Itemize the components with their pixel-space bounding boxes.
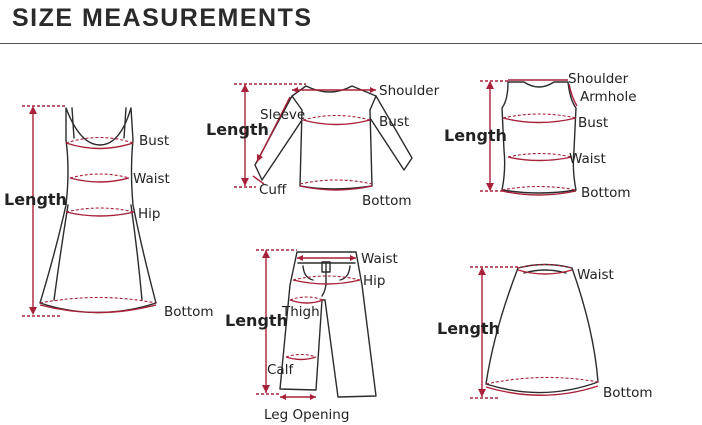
top-cuff-label: Cuff bbox=[259, 182, 287, 198]
dress-length-label: Length bbox=[4, 190, 67, 209]
dress-figure: Length Bust Waist Hip Bottom bbox=[4, 105, 214, 320]
pants-leg-opening-label: Leg Opening bbox=[264, 407, 349, 423]
skirt-bottom-label: Bottom bbox=[603, 385, 653, 401]
pants-outline bbox=[279, 251, 377, 398]
skirt-waist-line bbox=[517, 269, 573, 275]
dress-waist-label: Waist bbox=[133, 171, 170, 187]
top-right-sleeve bbox=[369, 95, 413, 171]
dress-hip-label: Hip bbox=[138, 206, 160, 222]
pants-calf-line bbox=[285, 356, 317, 361]
tank-shoulder-label: Shoulder bbox=[568, 71, 629, 87]
top-bottom-label: Bottom bbox=[362, 193, 412, 209]
title-divider bbox=[0, 43, 702, 44]
skirt-figure: Waist Length Bottom bbox=[437, 263, 653, 401]
dress-bottom-line bbox=[39, 304, 157, 314]
long-sleeve-top-figure: Length Sleeve Shoulder Bust Cuff Bottom bbox=[206, 83, 440, 209]
dress-bottom-label: Bottom bbox=[164, 304, 214, 320]
dress-bust-line bbox=[65, 142, 134, 150]
skirt-outline bbox=[485, 263, 599, 394]
tank-armhole-line bbox=[568, 83, 578, 107]
tank-armhole-label: Armhole bbox=[580, 89, 637, 105]
pants-hip-line bbox=[292, 279, 361, 285]
top-bottom-line bbox=[299, 185, 373, 191]
dress-hip-line bbox=[65, 211, 135, 217]
dress-waist-line bbox=[69, 177, 130, 183]
tank-waist-label: Waist bbox=[569, 151, 606, 167]
top-body-outline bbox=[291, 85, 377, 190]
top-bust-label: Bust bbox=[379, 114, 409, 130]
page-title: SIZE MEASUREMENTS bbox=[12, 4, 313, 32]
top-shoulder-label: Shoulder bbox=[379, 83, 440, 99]
tank-bust-label: Bust bbox=[578, 115, 608, 131]
top-sleeve-label: Sleeve bbox=[260, 107, 305, 123]
top-length-label: Length bbox=[206, 120, 269, 139]
pants-figure: Waist Hip Length Thigh Calf Leg Opening bbox=[225, 249, 398, 423]
top-cuff-line bbox=[252, 175, 265, 185]
skirt-length-label: Length bbox=[437, 319, 500, 338]
pants-calf-label: Calf bbox=[267, 362, 294, 378]
tank-bottom-line bbox=[501, 190, 577, 196]
tank-bottom-label: Bottom bbox=[581, 185, 631, 201]
pants-thigh-line bbox=[289, 299, 324, 304]
tank-bust-line bbox=[502, 117, 577, 124]
tank-length-label: Length bbox=[444, 126, 507, 145]
tank-top-figure: Shoulder Armhole Length Bust Waist Botto… bbox=[444, 71, 637, 201]
pants-thigh-label: Thigh bbox=[281, 304, 320, 320]
tank-outline bbox=[501, 81, 577, 194]
top-sleeve-line bbox=[256, 96, 291, 163]
dress-bust-label: Bust bbox=[139, 133, 169, 149]
pants-hip-label: Hip bbox=[363, 273, 385, 289]
top-bust-line bbox=[302, 119, 371, 126]
skirt-waist-label: Waist bbox=[577, 267, 614, 283]
pants-waist-label: Waist bbox=[361, 251, 398, 267]
skirt-bottom-line bbox=[485, 385, 599, 396]
tank-waist-line bbox=[507, 156, 573, 162]
pants-length-label: Length bbox=[225, 311, 288, 330]
dress-outline bbox=[39, 107, 157, 314]
